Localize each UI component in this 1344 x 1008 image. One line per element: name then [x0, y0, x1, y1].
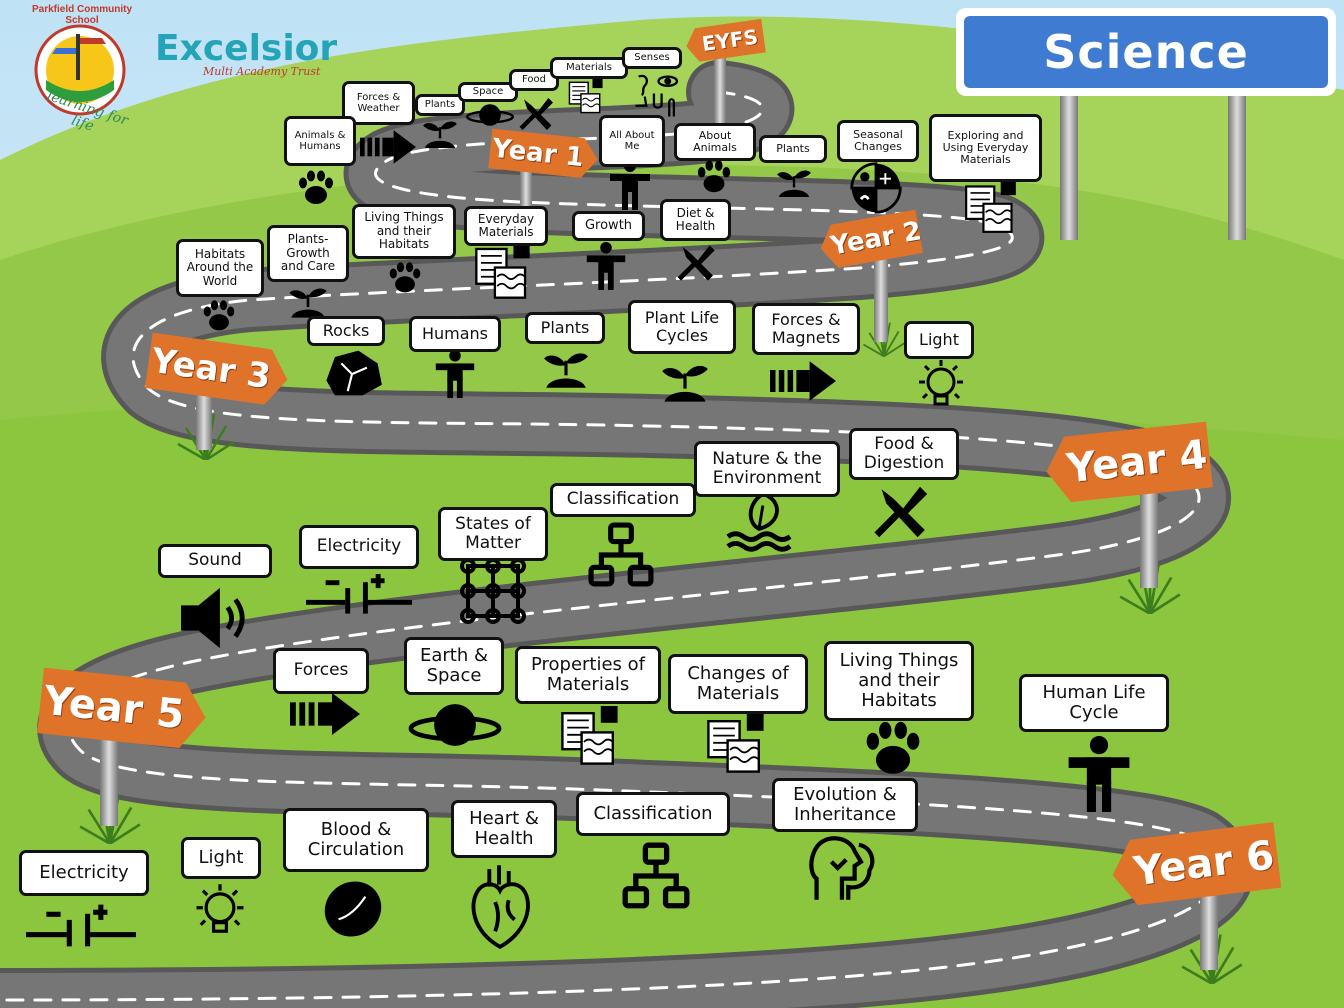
- topic-label: Nature & the Environment: [694, 441, 840, 497]
- trust-name: Excelsior: [155, 28, 338, 69]
- eyfs-post: [714, 48, 726, 128]
- topic-label: Blood & Circulation: [283, 808, 429, 872]
- topic-label: Forces: [273, 648, 369, 694]
- topic-label: Human Life Cycle: [1019, 674, 1169, 732]
- topic-label: Light: [181, 837, 261, 879]
- topic-label: Plants: [525, 312, 605, 344]
- topic-label: Plants: [759, 135, 827, 163]
- topic-label: Heart & Health: [451, 800, 557, 858]
- topic-label: Diet & Health: [660, 199, 731, 241]
- topic-label: Living Things and their Habitats: [824, 641, 974, 721]
- topic-label: Properties of Materials: [515, 646, 661, 704]
- topic-label: Forces & Magnets: [752, 303, 860, 355]
- topic-label: Plant Life Cycles: [628, 300, 736, 354]
- topic-label: Sound: [158, 544, 272, 578]
- seasons-icon: [850, 162, 902, 214]
- topic-label: Changes of Materials: [668, 654, 808, 714]
- science-sign: Science: [956, 8, 1336, 96]
- topic-label: Humans: [409, 316, 501, 352]
- topic-label: Living Things and their Habitats: [352, 204, 456, 259]
- topic-label: Senses: [622, 47, 682, 69]
- topic-label: Light: [904, 321, 974, 359]
- year4-post: [1140, 484, 1158, 588]
- page-title: Science: [964, 16, 1328, 88]
- topic-label: Evolution & Inheritance: [772, 778, 918, 832]
- topic-label: Electricity: [299, 525, 419, 569]
- topic-label: Materials: [550, 57, 628, 79]
- topic-label: Food: [509, 69, 559, 91]
- year5-post: [100, 726, 118, 826]
- topic-label: Classification: [576, 792, 730, 836]
- topic-label: Exploring and Using Everyday Materials: [929, 114, 1042, 182]
- trust-subtitle: Multi Academy Trust: [203, 65, 321, 78]
- year6-post: [1200, 880, 1218, 970]
- trust-logo: Excelsior Multi Academy Trust: [155, 28, 337, 78]
- science-sign-post-right: [1228, 90, 1246, 240]
- topic-label: Everyday Materials: [464, 206, 548, 246]
- science-sign-post-left: [1060, 90, 1078, 240]
- topic-label: All About Me: [599, 115, 665, 167]
- topic-label: Plants: [415, 94, 465, 116]
- topic-label: Seasonal Changes: [837, 120, 919, 162]
- topic-label: Growth: [572, 211, 645, 241]
- molecule-icon: [460, 558, 526, 624]
- topic-label: States of Matter: [438, 507, 548, 561]
- topic-label: Plants- Growth and Care: [267, 225, 349, 282]
- topic-label: Rocks: [307, 316, 385, 346]
- topic-label: About Animals: [674, 123, 756, 161]
- topic-label: Space: [458, 82, 518, 102]
- school-name: Parkfield Community School: [31, 4, 133, 26]
- topic-label: Habitats Around the World: [176, 239, 264, 297]
- topic-label: Earth & Space: [404, 637, 504, 695]
- year3-post: [196, 380, 212, 450]
- topic-label: Food & Digestion: [849, 428, 959, 480]
- year2-post: [874, 252, 888, 342]
- topic-label: Animals & Humans: [284, 116, 356, 166]
- school-logo: [34, 24, 126, 116]
- topic-label: Electricity: [19, 850, 149, 896]
- topic-label: Classification: [550, 483, 696, 517]
